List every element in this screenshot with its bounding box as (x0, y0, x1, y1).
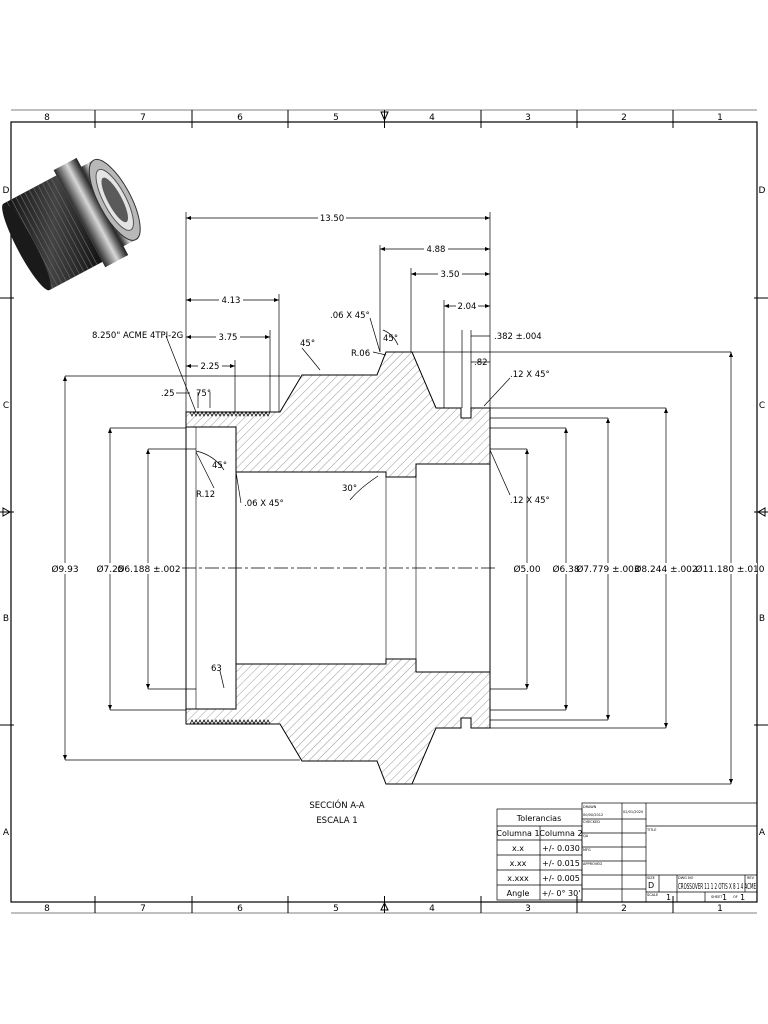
zone-col-bottom: 2 (621, 904, 627, 914)
section-scale: ESCALA 1 (316, 816, 357, 826)
zone-col-bottom: 6 (237, 904, 243, 914)
tb-dwg-label: DWG NO (678, 876, 694, 880)
tolerance-cell: +/- 0° 30' (542, 889, 581, 898)
zone-row-right: C (759, 401, 765, 411)
chamfer-bore: .06 X 45° (244, 499, 284, 509)
tb-scale-label: SCALE (647, 893, 658, 897)
tb-qa-label: QA (583, 834, 589, 838)
radius-top: R.06 (351, 349, 370, 359)
zone-col-top: 7 (140, 113, 146, 123)
tolerance-title: Tolerancias (516, 814, 562, 823)
angle-30: 30° (342, 484, 357, 494)
zone-col-bottom: 8 (44, 904, 50, 914)
tb-rev-label: REV (747, 876, 755, 880)
dim-3-75: 3.75 (219, 333, 238, 343)
angle-45-top: 45° (300, 339, 315, 349)
dim-2-25: 2.25 (201, 362, 220, 372)
tolerance-cell: +/- 0.005 (542, 874, 580, 883)
tolerance-header: Columna 2 (539, 829, 582, 838)
dim-082: .82 (474, 358, 488, 368)
dim-382: .382 ±.004 (494, 332, 542, 342)
zone-col-top: 8 (44, 113, 50, 123)
dim-2-04: 2.04 (458, 302, 477, 312)
dim-4-88: 4.88 (427, 245, 446, 255)
thread-teeth-bottom (189, 719, 271, 725)
tb-of: 1 (740, 893, 745, 902)
tolerance-header: Columna 1 (496, 829, 539, 838)
tb-of-label: OF (733, 895, 738, 899)
tolerance-cell: x.xxx (507, 874, 529, 883)
part-isometric-image (2, 157, 141, 291)
tb-dwg-no: CROSSOVER 11 1 2 OTIS X 8 1 4 ACME (678, 882, 756, 891)
zone-col-top: 4 (429, 113, 435, 123)
zone-col-top: 1 (717, 113, 723, 123)
tb-checked-label: CHECKED (583, 820, 600, 824)
radius-bore: R.12 (196, 490, 215, 500)
zone-labels: 8 7 6 5 4 3 2 1 8 7 6 5 4 3 2 1 D C B A … (3, 113, 766, 914)
surface-finish: 63 (211, 664, 222, 674)
dia-500: Ø5.00 (513, 564, 540, 575)
tb-drawn-date: 00/00/2012 (583, 813, 603, 817)
section-view (182, 351, 497, 785)
tolerance-cell: +/- 0.030 (542, 844, 580, 853)
dia-8244: Ø8.244 ±.002 (634, 564, 697, 575)
tolerance-cell: +/- 0.015 (542, 859, 580, 868)
title-block: DRAWN 00/00/2012 CHECKED 02/01/2020 QA M… (581, 802, 758, 903)
chamfer-top: .06 X 45° (330, 311, 370, 321)
zone-row-left: D (3, 186, 10, 196)
tb-sheet: 1 (722, 893, 727, 902)
thread-teeth-top (189, 411, 271, 417)
dim-3-50: 3.50 (441, 270, 460, 280)
zone-row-left: C (3, 401, 9, 411)
tb-size-label: SIZE (647, 876, 655, 880)
chamfer-right-top: .12 X 45° (510, 370, 550, 380)
dim-overall-length: 13.50 (320, 214, 344, 224)
zone-col-top: 3 (525, 113, 531, 123)
tb-drawn-label: DRAWN (583, 805, 597, 809)
dia-11180: Ø11.180 ±.010 (695, 564, 764, 575)
zone-row-right: B (759, 614, 765, 624)
tb-sheet-label: SHEET (711, 895, 723, 899)
tb-size: D (648, 881, 654, 890)
angle-45-thread: 45° (212, 461, 227, 471)
zone-col-top: 6 (237, 113, 243, 123)
tb-mfg-label: MFG (583, 848, 591, 852)
dia-7779: Ø7.779 ±.003 (576, 564, 639, 575)
dia-725: Ø7.25 (96, 564, 123, 575)
dia-993: Ø9.93 (51, 564, 78, 575)
dia-638: Ø6.38 (552, 564, 579, 575)
tolerance-cell: Angle (507, 889, 530, 898)
tb-checked-date: 02/01/2020 (623, 810, 643, 814)
tb-title-label: TITLE (646, 828, 656, 832)
sheet-border (0, 109, 768, 914)
thread-callout: 8.250" ACME 4TPI-2G (92, 331, 183, 341)
zone-row-right: D (759, 186, 766, 196)
zone-col-top: 2 (621, 113, 627, 123)
zone-row-right: A (759, 828, 766, 838)
zone-col-bottom: 3 (525, 904, 531, 914)
tolerance-table: Tolerancias Columna 1 Columna 2 x.x +/- … (496, 808, 583, 901)
dim-025: .25 (161, 389, 175, 399)
tb-approved-label: APPROVED (583, 862, 602, 866)
tb-scale: 1 (666, 893, 671, 902)
zone-col-bottom: 5 (333, 904, 339, 914)
zone-col-top: 5 (333, 113, 339, 123)
zone-row-left: A (3, 828, 10, 838)
section-title: SECCIÓN A-A (309, 799, 364, 811)
dim-4-13: 4.13 (222, 296, 241, 306)
section-bottom-wall (185, 658, 491, 785)
tolerance-cell: x.xx (510, 859, 527, 868)
zone-row-left: B (3, 614, 9, 624)
chamfer-right-bottom: .12 X 45° (510, 496, 550, 506)
zone-col-bottom: 7 (140, 904, 146, 914)
angle-45-mid: 45° (383, 334, 398, 344)
tolerance-cell: x.x (512, 844, 524, 853)
zone-col-bottom: 4 (429, 904, 435, 914)
dia-6188: Ø6.188 ±.002 (117, 564, 180, 575)
dimension-labels: 13.50 4.88 3.50 2.04 .382 ±.004 .82 4.13… (51, 212, 765, 826)
zone-col-bottom: 1 (717, 904, 723, 914)
angle-75: 75° (196, 389, 211, 399)
